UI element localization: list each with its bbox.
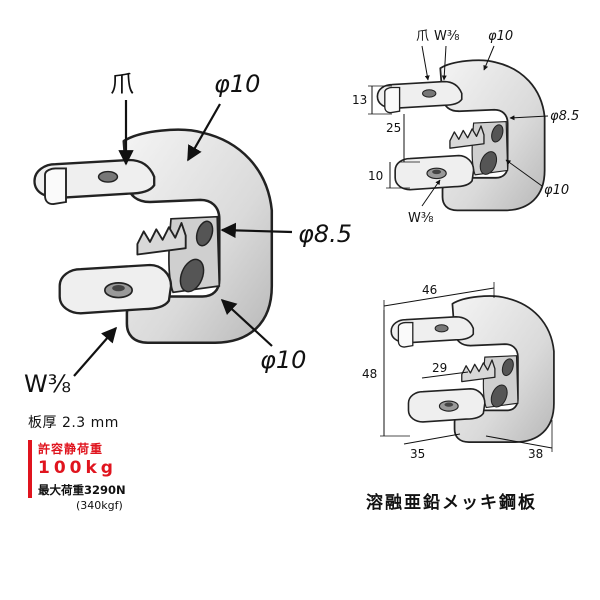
main-phi10-bottom-label: φ10 [260, 346, 306, 374]
top-phi10-top-label: φ10 [488, 29, 513, 44]
load-box: 許容静荷重 100kg 最大荷重3290N [28, 440, 268, 498]
bot-dim-38: 38 [528, 447, 543, 461]
plate-thickness: 板厚 2.3 mm [28, 415, 119, 431]
bot-dim-46: 46 [422, 283, 437, 297]
bot-dim-35: 35 [410, 447, 425, 461]
max-load-kgf: (340kgf) [76, 499, 123, 512]
top-w38-bottom-label: W⅜ [408, 211, 434, 226]
main-bracket-view: 爪 φ10 φ8.5 φ10 W⅜ [24, 70, 352, 398]
bot-dim-48: 48 [362, 367, 377, 381]
main-w38-label: W⅜ [24, 370, 71, 398]
top-phi85-label: φ8.5 [550, 109, 579, 124]
top-w38-top-label: W⅜ [434, 29, 460, 44]
bottom-right-bracket-view: 46 48 29 35 38 [362, 282, 555, 461]
allowable-load-value: 100kg [38, 458, 117, 478]
spec-block: 板厚 2.3 mm 許容静荷重 100kg 最大荷重3290N (340kgf) [28, 412, 268, 512]
top-claw-label: 爪 [416, 29, 429, 44]
top-dim-25: 25 [386, 121, 401, 135]
max-load: 最大荷重3290N [38, 483, 126, 497]
top-dim-10: 10 [368, 169, 383, 183]
bot-dim-29: 29 [432, 361, 447, 375]
main-phi10-top-label: φ10 [214, 70, 260, 98]
top-phi10-bottom-label: φ10 [544, 183, 569, 198]
top-dim-13: 13 [352, 93, 367, 107]
main-phi85-label: φ8.5 [298, 220, 352, 248]
allowable-load-label: 許容静荷重 [38, 442, 104, 456]
material-label: 溶融亜鉛メッキ鋼板 [366, 493, 537, 513]
main-claw-label: 爪 [110, 70, 134, 98]
top-right-bracket-view: 爪 W⅜ φ10 13 25 10 φ8.5 φ10 W⅜ [352, 29, 579, 226]
